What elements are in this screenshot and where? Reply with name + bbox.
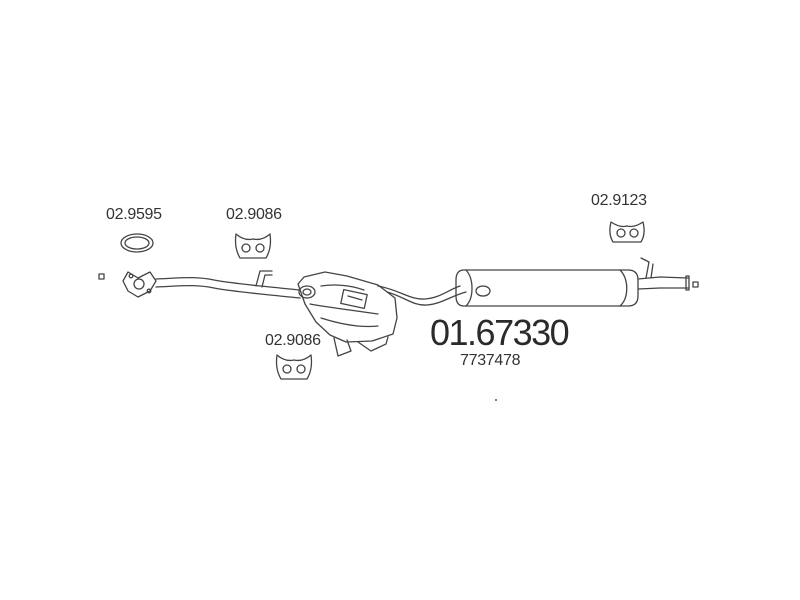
- rubber-hanger-icon: [275, 354, 313, 380]
- tail-pipe: [637, 257, 690, 291]
- end-marker-left: [98, 273, 105, 280]
- main-part-number: 01.67330: [430, 312, 570, 353]
- rear-silencer: [455, 269, 639, 307]
- stray-dot: [495, 399, 497, 401]
- front-flange: [122, 271, 157, 298]
- oem-number: 7737478: [460, 352, 521, 369]
- rubber-hanger-icon: [234, 233, 272, 259]
- component-label-hanger-bottom: 02.9086: [265, 332, 321, 349]
- pipe-hanger-bracket: [255, 270, 273, 288]
- gasket-ring-icon: [120, 233, 154, 253]
- component-label-hanger-top: 02.9086: [226, 206, 282, 223]
- component-label-hanger-rear: 02.9123: [591, 192, 647, 209]
- rubber-hanger-icon: [609, 221, 645, 243]
- component-label-gasket: 02.9595: [106, 206, 162, 223]
- end-marker-right: [692, 281, 699, 288]
- front-pipe: [155, 276, 301, 299]
- connecting-pipe: [377, 285, 467, 306]
- middle-silencer: [297, 271, 398, 357]
